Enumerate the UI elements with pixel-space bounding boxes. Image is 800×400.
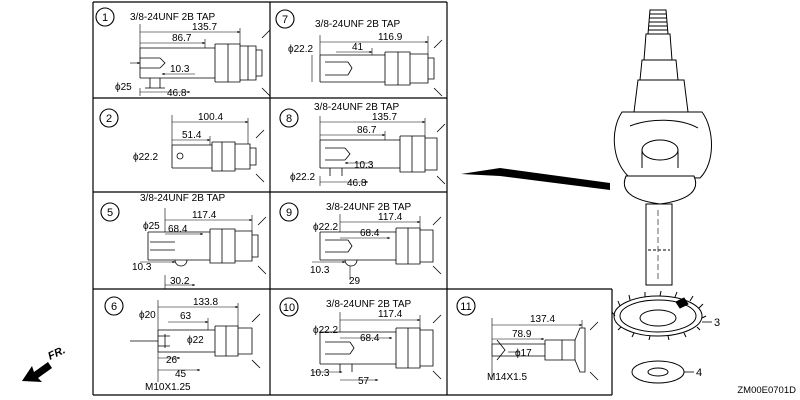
shaft-end-drawing [491, 321, 599, 381]
diameter-label: ϕ22.2 [288, 44, 314, 55]
panel-number: 1 [102, 12, 108, 24]
dimension-step: 68.4 [360, 228, 380, 239]
dimension-step: 63 [180, 311, 192, 322]
shaft-end-drawing [147, 216, 267, 275]
dimension-overall: 135.7 [372, 112, 397, 123]
dimension-journal: 29 [349, 276, 361, 287]
dimension-step: 78.9 [512, 329, 532, 340]
callout-label: 4 [696, 367, 702, 379]
diameter-label: ϕ25 [143, 221, 160, 232]
diameter-label: ϕ20 [139, 310, 156, 321]
tap-spec: 3/8-24UNF 2B TAP [140, 193, 226, 204]
tap-spec: 3/8-24UNF 2B TAP [326, 202, 412, 213]
panel-number: 9 [286, 207, 292, 219]
panel-6: 6 133.8 63 26 45 ϕ20 ϕ22 M10X1.25 [104, 296, 261, 393]
timing-gear [611, 290, 707, 341]
dimension-short: 10.3 [132, 262, 152, 273]
diameter-label: ϕ22.2 [313, 222, 339, 233]
dimension-overall: 137.4 [530, 314, 555, 325]
dimension-lines [312, 214, 421, 280]
diameter-label: ϕ25 [115, 82, 132, 93]
dimension-step: 68.4 [360, 333, 380, 344]
callout-label: 3 [714, 317, 720, 329]
dimension-overall: 117.4 [378, 212, 403, 223]
panel-11: 11 137.4 78.9 ϕ17 M14X1.5 [456, 296, 599, 383]
shaft-end-drawing [319, 314, 442, 380]
dimension-step: 51.4 [182, 130, 202, 141]
thread-spec: M10X1.25 [145, 382, 191, 393]
panel-10: 10 3/8-24UNF 2B TAP 117.4 68.4 10.3 57 ϕ… [279, 297, 442, 387]
callout-washer: 4 [684, 367, 702, 379]
tap-spec: 3/8-24UNF 2B TAP [315, 19, 401, 30]
dimension-lines [312, 312, 421, 382]
callout-gear: 3 [702, 317, 720, 329]
shaft-end-drawing [171, 129, 265, 183]
panel-5: 5 3/8-24UNF 2B TAP 117.4 68.4 10.3 30.2 … [100, 193, 267, 289]
dimension-step: 86.7 [357, 125, 377, 136]
dimension-lines [319, 116, 426, 186]
dimension-lines [157, 300, 239, 382]
diameter-label: ϕ17 [515, 348, 532, 359]
dimension-short: 26 [166, 355, 178, 366]
crankshaft-illustration [613, 9, 712, 286]
tap-spec: 3/8-24UNF 2B TAP [130, 12, 216, 23]
dimension-journal: 46.8 [347, 178, 367, 189]
washer [631, 360, 685, 384]
panel-7: 7 3/8-24UNF 2B TAP 116.9 41 ϕ22.2 [275, 9, 443, 97]
dimension-overall: 117.4 [192, 210, 217, 221]
diameter-label: ϕ22.2 [133, 152, 159, 163]
front-indicator: FR. [22, 344, 67, 382]
panel-number: 5 [107, 207, 113, 219]
shaft-end-drawing [319, 39, 443, 97]
panel-8: 8 3/8-24UNF 2B TAP 135.7 86.7 10.3 46.8 … [279, 102, 446, 189]
diameter-label: ϕ22.2 [313, 325, 339, 336]
tap-spec: 3/8-24UNF 2B TAP [314, 102, 400, 113]
dimension-short: 10.3 [310, 265, 330, 276]
dimension-overall: 135.7 [192, 22, 217, 33]
dimension-short: 10.3 [170, 64, 190, 75]
thread-spec: M14X1.5 [487, 372, 527, 383]
front-label: FR. [46, 344, 67, 362]
dimension-overall: 117.4 [378, 309, 403, 320]
shaft-end-drawing [319, 123, 446, 185]
dimension-overall: 133.8 [193, 297, 218, 308]
panel-number: 7 [282, 14, 288, 26]
dimension-step: 41 [352, 42, 364, 53]
dimension-short: 10.3 [354, 160, 374, 171]
dimension-lines [130, 24, 241, 96]
dimension-journal: 46.8 [167, 88, 187, 99]
panel-number: 2 [106, 113, 112, 125]
panel-grid [92, 1, 613, 396]
dimension-overall: 100.4 [198, 112, 223, 123]
diagram-code: ZM00E0701D [737, 385, 796, 396]
shaft-end-drawing [130, 313, 261, 369]
dimension-journal: 30.2 [170, 276, 190, 287]
dimension-overall: 116.9 [378, 32, 403, 43]
dimension-lines [140, 208, 253, 289]
dimension-lines [171, 115, 249, 145]
panel-2: 2 100.4 51.4 ϕ22.2 [99, 108, 265, 183]
dimension-lines [491, 318, 583, 380]
dimension-short: 10.3 [310, 368, 330, 379]
dimension-step: 86.7 [172, 33, 192, 44]
diameter-label: ϕ22.2 [290, 172, 316, 183]
panel-number: 11 [460, 301, 471, 313]
panel-9: 9 3/8-24UNF 2B TAP 117.4 68.4 10.3 29 ϕ2… [279, 202, 442, 287]
dimension-journal: 45 [175, 369, 187, 380]
panel-number: 10 [283, 302, 295, 314]
dimension-journal: 57 [358, 376, 370, 387]
dimension-lines [311, 35, 429, 82]
dimension-step: 68.4 [168, 224, 188, 235]
shaft-end-drawing [319, 216, 442, 275]
panel-1: 1 3/8-24UNF 2B TAP 135.7 86.7 10.3 46.8 … [95, 7, 271, 99]
diameter-label: ϕ22 [187, 335, 204, 346]
panel-number: 6 [111, 301, 117, 313]
panel-number: 8 [286, 113, 292, 125]
pointer-arrow [461, 168, 610, 190]
tap-spec: 3/8-24UNF 2B TAP [326, 299, 412, 310]
